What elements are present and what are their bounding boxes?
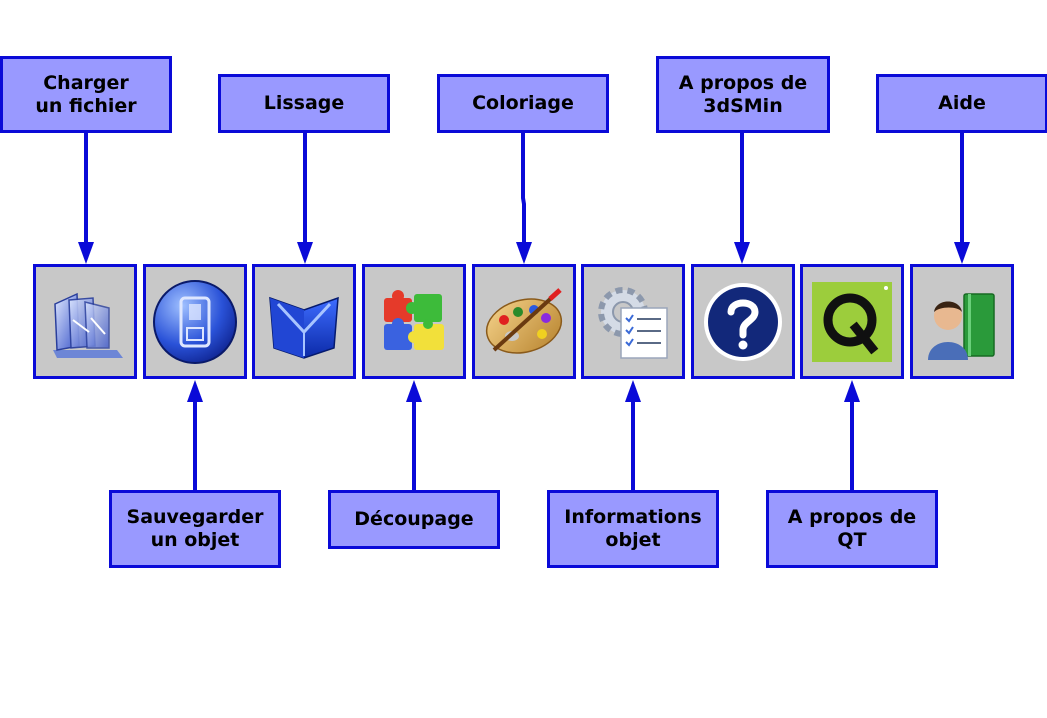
user-book-icon [928,292,995,360]
label-coloriage: Coloriage [437,74,609,133]
save-disk-icon [153,279,237,364]
label-informations-objet: Informations objet [547,490,719,568]
label-a-propos-3dsmin: A propos de 3dSMin [656,56,830,133]
about-3dsmin-button[interactable] [691,264,795,379]
file-open-icon [53,292,123,358]
paint-palette-icon [485,287,563,354]
save-object-button[interactable] [143,264,247,379]
label-lissage: Lissage [218,74,390,133]
label-a-propos-qt: A propos de QT [766,490,938,568]
about-qt-button[interactable] [800,264,904,379]
label-decoupage: Découpage [328,490,500,549]
coloring-button[interactable] [472,264,576,379]
help-button[interactable] [910,264,1014,379]
label-charger-un-fichier: Charger un fichier [0,56,172,133]
arrowhead-help [954,242,970,264]
arrowhead-cut [406,380,422,402]
object-information-button[interactable] [581,264,685,379]
label-aide: Aide [876,74,1047,133]
smoothing-button[interactable] [252,264,356,379]
qt-logo-icon [812,281,892,362]
arrowhead-smooth [297,242,313,264]
question-mark-icon [704,282,782,361]
arrowhead-load [78,242,94,264]
load-file-button[interactable] [33,264,137,379]
puzzle-pieces-icon [384,289,444,350]
smoothing-shape-icon [269,296,339,359]
arrowhead-save [187,380,203,402]
cutting-button[interactable] [362,264,466,379]
arrowhead-about [734,242,750,264]
arrowhead-info [625,380,641,402]
arrowhead-color [516,242,532,264]
gear-checklist-icon [598,286,668,359]
arrowhead-aboutqt [844,380,860,402]
arrow-color [521,133,526,244]
label-sauvegarder-un-objet: Sauvegarder un objet [109,490,281,568]
